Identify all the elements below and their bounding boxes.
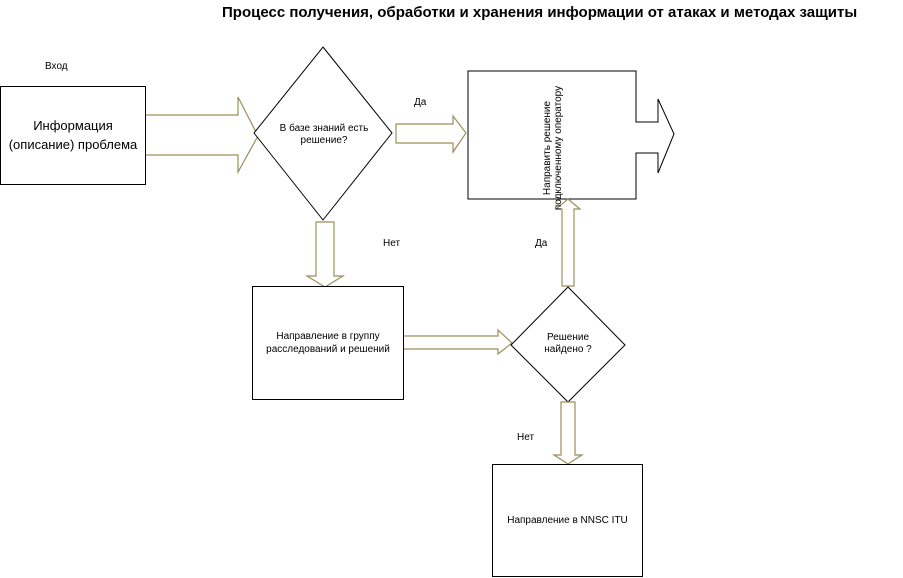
- info-box-label: Информация (описание) проблема: [8, 118, 138, 152]
- nnsc-label: Направление в NNSC ITU: [507, 515, 628, 526]
- nnsc-box: Направление в NNSC ITU: [492, 464, 643, 577]
- decision-kb-label: В базе знаний есть решение?: [279, 122, 369, 147]
- yes-label-2: Да: [535, 238, 548, 249]
- investigation-box: Направление в группу расследований и реш…: [252, 286, 404, 400]
- arrow-no-to-investigation: [304, 221, 346, 288]
- arrow-yes-to-operator: [395, 114, 467, 154]
- decision-kb-diamond: [253, 46, 393, 221]
- arrow-no-to-nnsc: [551, 401, 585, 465]
- yes-label-1: Да: [414, 97, 427, 108]
- operator-box: [467, 70, 675, 200]
- no-label-2: Нет: [517, 432, 535, 443]
- arrow-yes-to-operator-up: [554, 198, 582, 287]
- page-title: Процесс получения, обработки и хранения …: [222, 4, 858, 21]
- input-label: Вход: [45, 61, 68, 72]
- arrow-info-to-decision: [144, 96, 259, 175]
- no-label-1: Нет: [383, 238, 401, 249]
- arrow-investigation-to-decision: [402, 328, 513, 356]
- operator-label: Направить решение подключенному оператор…: [541, 85, 565, 211]
- decision-found-label: Решение найдено ?: [544, 331, 592, 356]
- investigation-label: Направление в группу расследований и реш…: [266, 330, 390, 356]
- info-box: Информация (описание) проблема: [0, 86, 146, 185]
